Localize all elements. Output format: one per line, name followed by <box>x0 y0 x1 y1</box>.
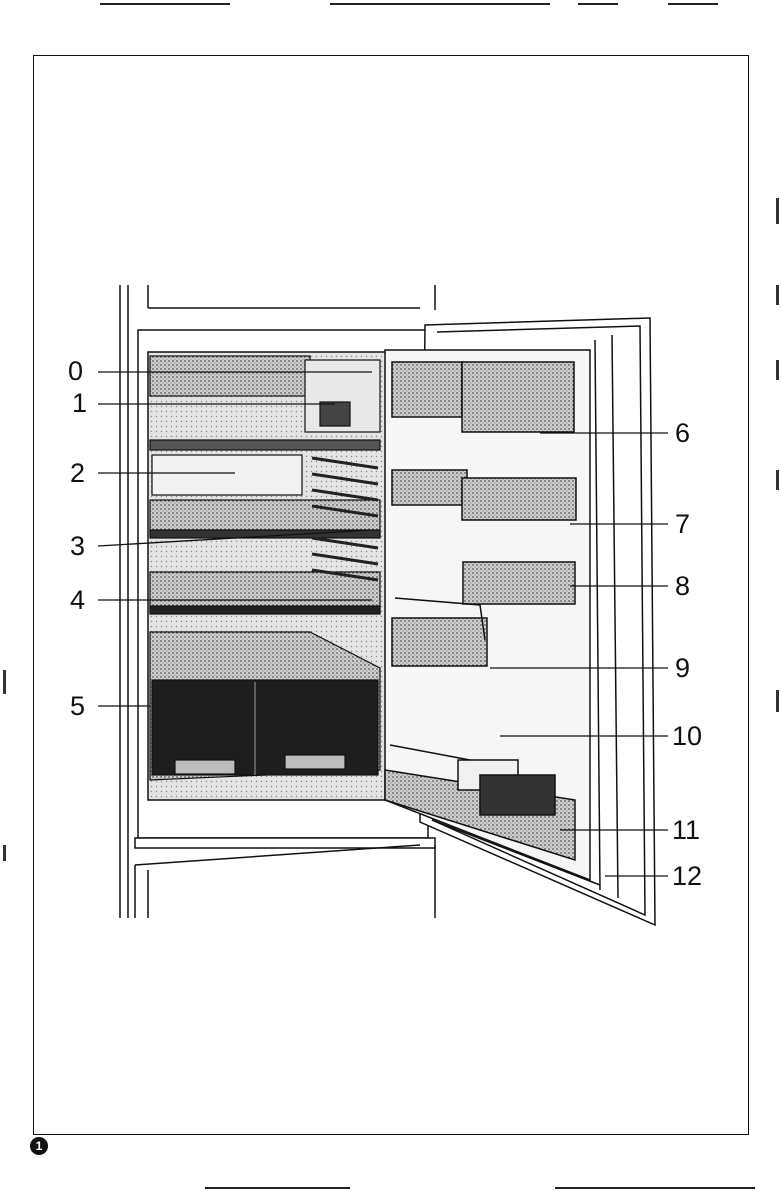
callout-7: 7 <box>675 511 690 538</box>
callout-6: 6 <box>675 420 690 447</box>
callout-8: 8 <box>675 573 690 600</box>
callout-2: 2 <box>70 460 85 487</box>
callout-1: 1 <box>72 390 87 417</box>
callout-3: 3 <box>70 533 85 560</box>
figure-number-badge: 1 <box>30 1137 48 1155</box>
callout-10: 10 <box>672 723 702 750</box>
callout-0: 0 <box>68 358 83 385</box>
callout-12: 12 <box>672 863 702 890</box>
callout-9: 9 <box>675 655 690 682</box>
callout-4: 4 <box>70 587 85 614</box>
callout-11: 11 <box>672 817 700 844</box>
callout-5: 5 <box>70 693 85 720</box>
